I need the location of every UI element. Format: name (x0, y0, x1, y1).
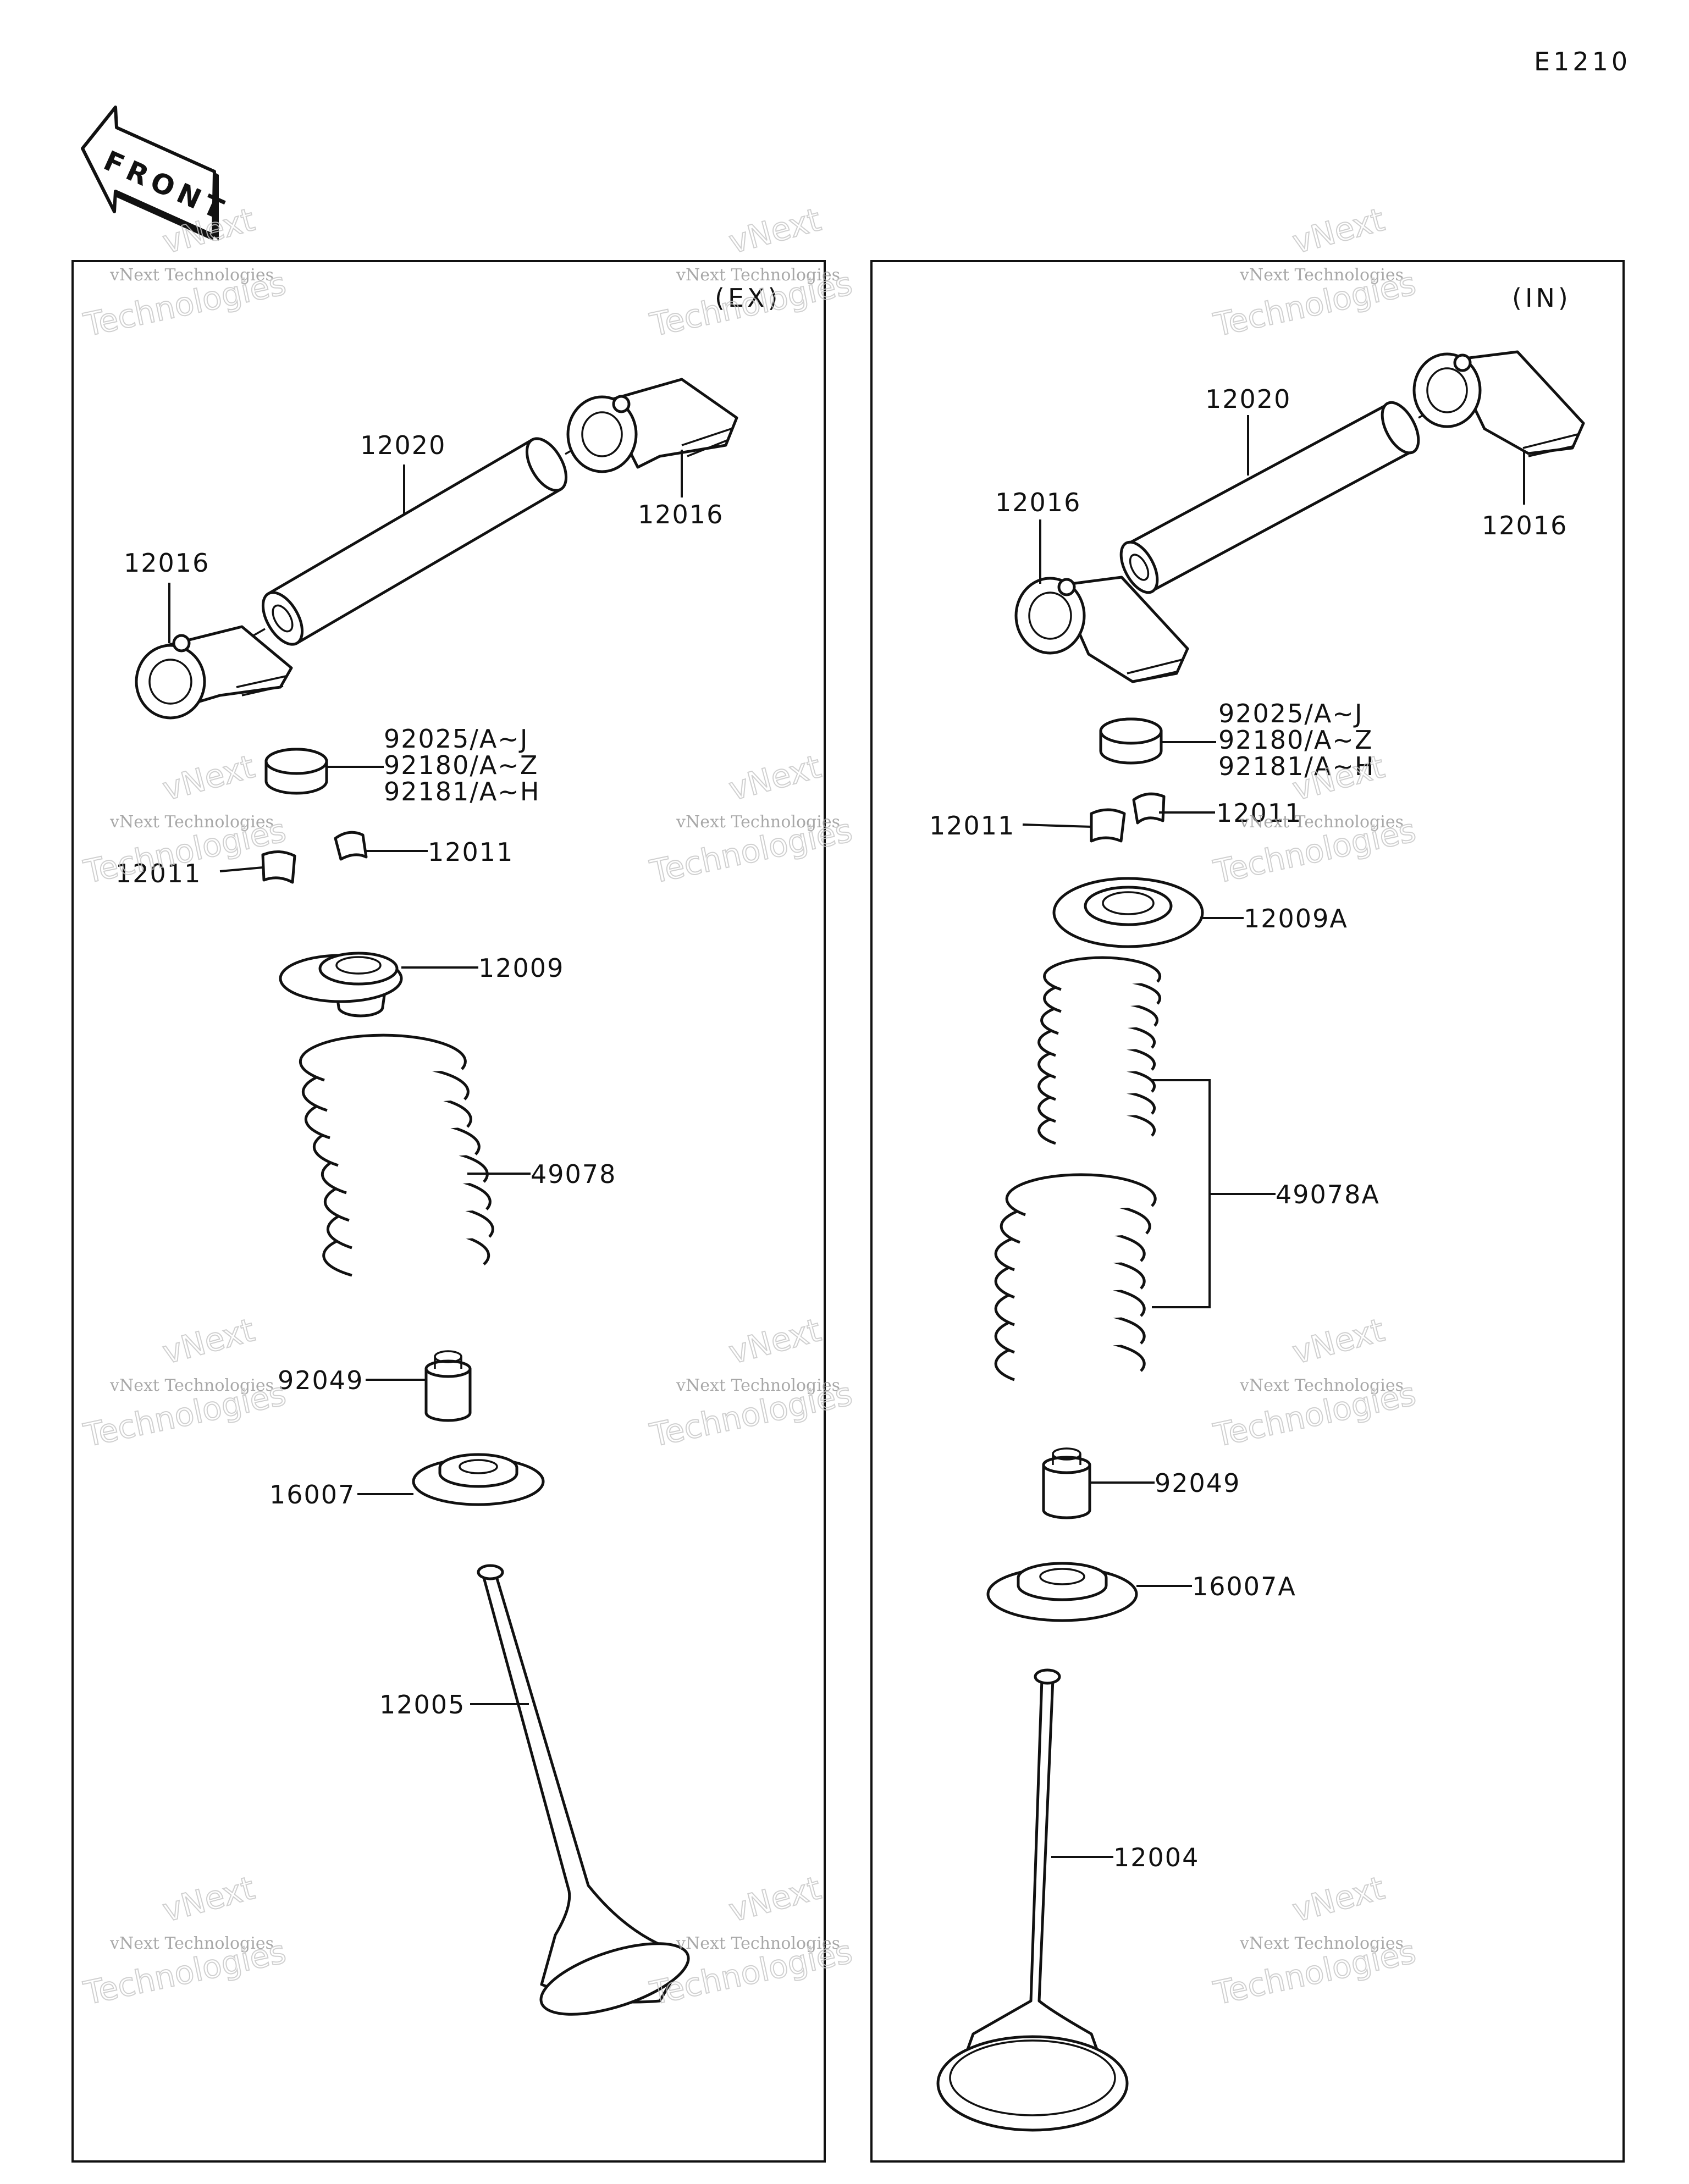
ex-rocker-arm-right (566, 378, 738, 473)
ex-cotter-right (334, 831, 368, 861)
watermark-brand: vNext (725, 1311, 825, 1372)
watermark-brand: vNext (1289, 1869, 1388, 1929)
watermark-brand: vNext (1289, 1311, 1388, 1372)
ex-cotter-left (261, 850, 296, 884)
watermark-text: vNext Technologies (1239, 266, 1404, 285)
watermark-text: vNext Technologies (1239, 1376, 1404, 1395)
ex-label-cotter-right: 12011 (428, 837, 514, 867)
watermark-text: vNext Technologies (676, 266, 840, 285)
ex-label-shim-1: 92025/A~J (384, 724, 528, 754)
ex-label-shim-2: 92180/A~Z (384, 750, 538, 780)
ex-label-spring: 49078 (531, 1159, 616, 1189)
ex-label-seal: 92049 (278, 1365, 363, 1395)
in-label-arm-left: 12016 (995, 488, 1081, 517)
watermark-text: vNext Technologies (676, 1934, 840, 1953)
in-label-shim-3: 92181/A~H (1218, 751, 1375, 781)
ex-valve-stem-seal (424, 1350, 472, 1422)
watermark-text: vNext Technologies (109, 1934, 274, 1953)
in-label-shim-2: 92180/A~Z (1218, 725, 1373, 755)
in-cotter-right (1132, 792, 1166, 825)
in-label-seal: 92049 (1155, 1468, 1240, 1498)
in-label-valve: 12004 (1113, 1843, 1199, 1872)
panel-ex-frame (71, 260, 826, 2163)
in-shim (1099, 717, 1163, 765)
in-rocker-shaft (1105, 401, 1437, 594)
ex-valve-spring (299, 1033, 494, 1277)
in-label-spring: 49078A (1276, 1180, 1380, 1209)
watermark-brand: vNext (725, 748, 825, 808)
diagram-code: E1210 (1534, 47, 1631, 76)
in-rocker-arm-right (1412, 350, 1585, 457)
panel-in-header: (IN) (1512, 283, 1571, 313)
ex-label-shaft: 12020 (360, 430, 446, 460)
in-label-shaft: 12020 (1205, 384, 1291, 414)
ex-spring-retainer (279, 952, 403, 1018)
ex-rocker-arm-left (135, 625, 293, 720)
watermark-text: vNext Technologies (676, 1376, 840, 1395)
in-label-shim-1: 92025/A~J (1218, 699, 1363, 728)
panel-in-frame (870, 260, 1625, 2163)
watermark-text: vNext Technologies (1239, 1934, 1404, 1953)
in-rocker-arm-left (1014, 576, 1189, 683)
watermark-text: vNext Technologies (109, 812, 274, 832)
watermarks: vNext vNext Technologies Technologies vN… (80, 200, 1420, 2012)
in-label-cotter-right: 12011 (1216, 798, 1302, 828)
watermark-brand: vNext (725, 1869, 825, 1929)
ex-exhaust-valve (477, 1564, 690, 2016)
watermark-text: vNext Technologies (676, 812, 840, 832)
watermark-text: vNext Technologies (109, 1376, 274, 1395)
in-valve-spring-inner (1037, 956, 1162, 1145)
in-label-seat: 16007A (1192, 1572, 1296, 1601)
in-spring-seat (986, 1562, 1138, 1622)
watermark-brand: vNext (159, 1869, 258, 1929)
ex-label-retainer: 12009 (478, 953, 564, 983)
in-label-cotter-left: 12011 (929, 811, 1015, 841)
watermark-brand: vNext (159, 748, 258, 808)
ex-label-valve: 12005 (379, 1690, 465, 1719)
ex-label-arm-left: 12016 (124, 548, 209, 578)
in-spring-retainer (1052, 877, 1204, 948)
ex-label-shim-3: 92181/A~H (384, 777, 540, 806)
ex-shim (264, 748, 328, 795)
in-label-arm-right: 12016 (1482, 511, 1567, 540)
in-cotter-left (1090, 808, 1126, 843)
watermark-brand: vNext (725, 201, 825, 261)
watermark-brand: vNext (1289, 201, 1388, 261)
ex-label-arm-right: 12016 (638, 500, 724, 529)
panel-ex-header: (EX) (715, 283, 781, 313)
ex-label-cotter-left: 12011 (115, 859, 201, 888)
ex-rocker-shaft (249, 437, 581, 646)
watermark-brand: vNext (159, 1311, 258, 1372)
ex-label-seat: 16007 (269, 1480, 355, 1510)
in-valve-stem-seal (1042, 1447, 1091, 1519)
in-valve-spring-outer (994, 1173, 1157, 1381)
watermark-text: vNext Technologies (1239, 812, 1404, 832)
watermark-text: vNext Technologies (109, 266, 274, 285)
in-label-retainer: 12009A (1244, 904, 1348, 933)
in-intake-valve (936, 1668, 1129, 2132)
ex-spring-seat (412, 1453, 545, 1506)
